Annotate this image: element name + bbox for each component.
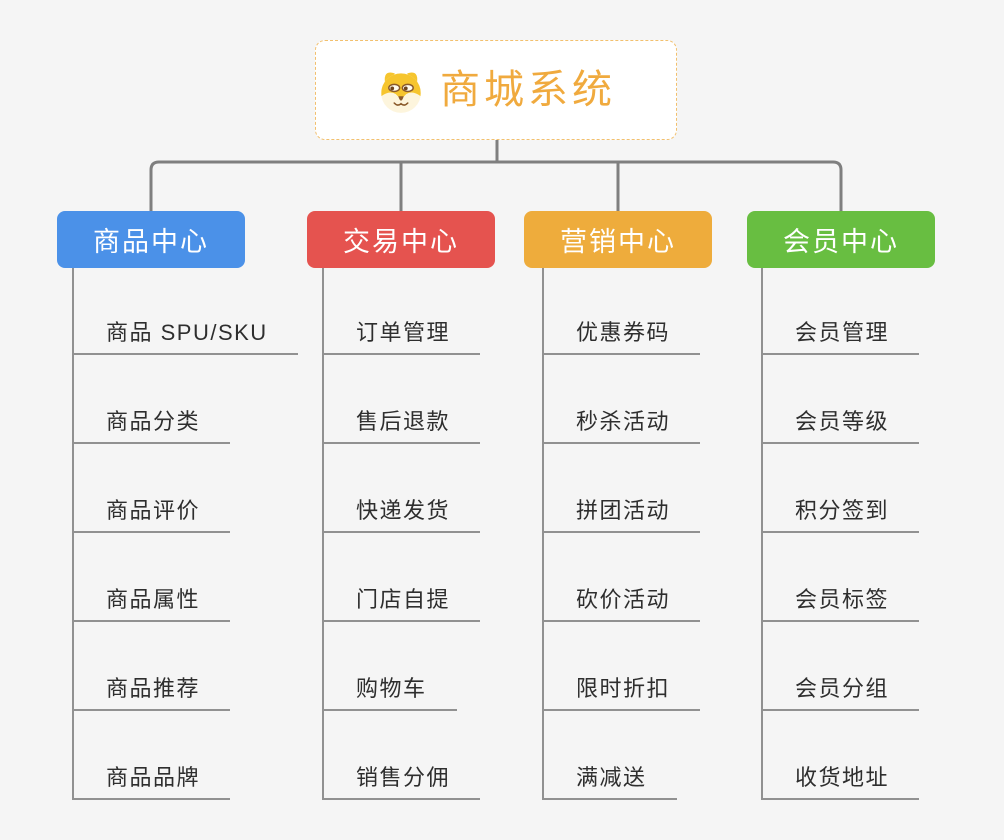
- leaf-node[interactable]: 购物车: [324, 676, 457, 711]
- leaf-node[interactable]: 销售分佣: [324, 765, 481, 800]
- leaf-node[interactable]: 商品 SPU/SKU: [74, 320, 298, 355]
- leaf-node[interactable]: 满减送: [544, 765, 677, 800]
- branch-label: 会员中心: [783, 227, 899, 257]
- branch-label: 商品中心: [93, 227, 209, 257]
- leaf-node[interactable]: 商品分类: [74, 409, 231, 444]
- leaf-column-product: 商品 SPU/SKU 商品分类 商品评价 商品属性 商品推荐 商品品牌: [72, 268, 298, 800]
- root-node-label: 商城系统: [440, 68, 616, 112]
- leaf-node[interactable]: 砍价活动: [544, 587, 701, 622]
- leaf-column-trade: 订单管理 售后退款 快递发货 门店自提 购物车 销售分佣: [322, 268, 481, 800]
- branch-box-trade-center[interactable]: 交易中心: [307, 211, 495, 268]
- leaf-node[interactable]: 会员等级: [763, 409, 920, 444]
- branch-box-product-center[interactable]: 商品中心: [57, 211, 245, 268]
- leaf-node[interactable]: 优惠券码: [544, 320, 701, 355]
- leaf-node[interactable]: 快递发货: [324, 498, 481, 533]
- root-node[interactable]: 商城系统: [315, 40, 677, 140]
- leaf-node[interactable]: 限时折扣: [544, 676, 701, 711]
- leaf-node[interactable]: 秒杀活动: [544, 409, 701, 444]
- leaf-node[interactable]: 售后退款: [324, 409, 481, 444]
- leaf-node[interactable]: 会员管理: [763, 320, 920, 355]
- leaf-node[interactable]: 商品属性: [74, 587, 231, 622]
- leaf-node[interactable]: 积分签到: [763, 498, 920, 533]
- leaf-node[interactable]: 商品推荐: [74, 676, 231, 711]
- leaf-column-marketing: 优惠券码 秒杀活动 拼团活动 砍价活动 限时折扣 满减送: [542, 268, 701, 800]
- leaf-node[interactable]: 会员标签: [763, 587, 920, 622]
- leaf-node[interactable]: 订单管理: [324, 320, 481, 355]
- leaf-column-member: 会员管理 会员等级 积分签到 会员标签 会员分组 收货地址: [761, 268, 920, 800]
- leaf-node[interactable]: 收货地址: [763, 765, 920, 800]
- leaf-node[interactable]: 会员分组: [763, 676, 920, 711]
- leaf-node[interactable]: 门店自提: [324, 587, 481, 622]
- leaf-node[interactable]: 拼团活动: [544, 498, 701, 533]
- shiba-dog-icon: [381, 72, 421, 113]
- leaf-node[interactable]: 商品评价: [74, 498, 231, 533]
- branch-label: 交易中心: [343, 227, 459, 257]
- branch-box-member-center[interactable]: 会员中心: [747, 211, 935, 268]
- leaf-node[interactable]: 商品品牌: [74, 765, 231, 800]
- branch-box-marketing-center[interactable]: 营销中心: [524, 211, 712, 268]
- branch-label: 营销中心: [560, 227, 676, 257]
